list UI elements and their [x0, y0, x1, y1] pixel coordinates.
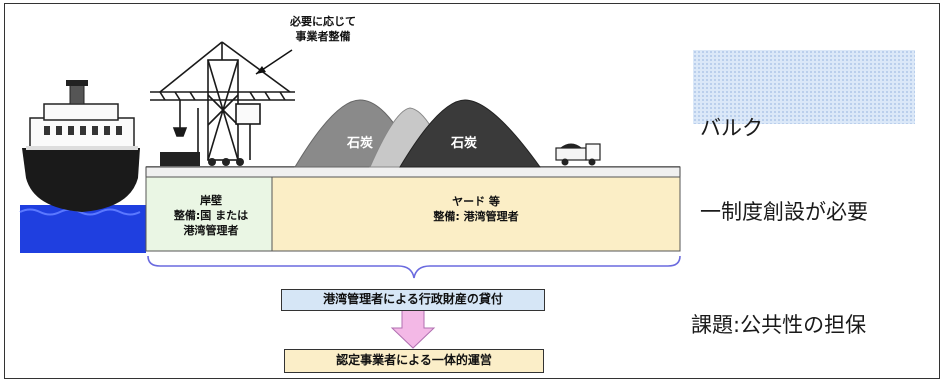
flow-step-operation: 認定事業者による一体的運営 [284, 349, 544, 373]
bulk-line1: バルク [700, 116, 763, 140]
callout-line1: 必要に応じて [290, 15, 356, 28]
ship-icon [22, 80, 140, 212]
quay-edge [145, 166, 681, 178]
flow-step-lease: 港湾管理者による行政財産の貸付 [281, 289, 545, 311]
bulk-line2: 一制度創設が必要 [700, 200, 868, 224]
down-arrow [390, 309, 436, 349]
sea-wave [19, 208, 141, 216]
coal-pile-right [399, 99, 541, 168]
curly-brace [147, 255, 681, 279]
coal-label-left: 石炭 [347, 136, 374, 151]
bulk-note-box [693, 50, 915, 124]
crane-icon [150, 41, 295, 161]
quay-zone [145, 176, 273, 252]
callout-line2: 事業者整備 [295, 30, 351, 43]
crane-wheels [208, 158, 244, 166]
quay-label: 岸壁 整備:国 または 港湾管理者 [150, 193, 272, 238]
quay-line3: 港湾管理者 [183, 224, 239, 237]
truck-icon [555, 143, 601, 166]
callout-arrowhead [256, 66, 266, 74]
yard-zone [271, 176, 681, 252]
coal-hopper [160, 152, 200, 166]
callout-label: 必要に応じて 事業者整備 [268, 14, 378, 44]
issue-text: 課題:公共性の担保 [691, 313, 867, 337]
yard-line2: 整備: 港湾管理者 [433, 210, 519, 223]
yard-label: ヤード 等 整備: 港湾管理者 [274, 194, 678, 224]
coal-label-right: 石炭 [451, 136, 478, 151]
quay-line1: 岸壁 [200, 194, 222, 207]
bulk-note-text: バルク 一制度創設が必要 [700, 58, 868, 254]
yard-line1: ヤード 等 [452, 195, 500, 208]
quay-line2: 整備:国 または [173, 209, 249, 222]
